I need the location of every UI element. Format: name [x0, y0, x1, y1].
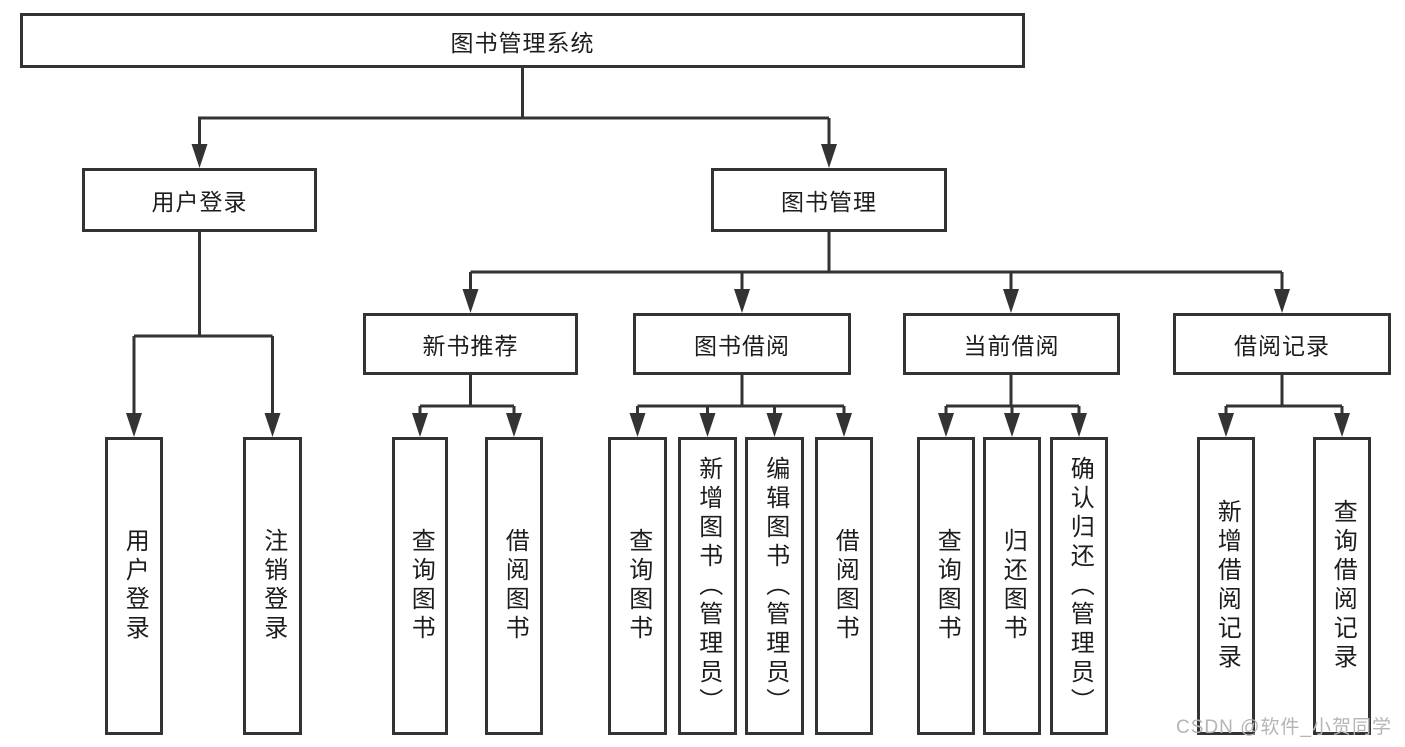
node-user-login: 用户登录 [82, 168, 317, 232]
arrowhead [836, 413, 852, 437]
node-new-book-recommend: 新书推荐 [363, 313, 578, 375]
leaf-user-login-label: 用户登录 [121, 528, 149, 644]
leaf-borrow-query-books-label: 查询图书 [624, 528, 652, 644]
connector-root-to-level2 [198, 68, 831, 150]
arrowhead [1218, 413, 1234, 437]
arrowhead [264, 413, 281, 437]
arrowhead [191, 144, 208, 168]
arrowhead [462, 289, 479, 313]
leaf-current-confirm-return-admin: 确认归还（管理员） [1050, 437, 1108, 735]
watermark: CSDN @软件_小贺同学 [1176, 717, 1392, 738]
leaf-records-query-record: 查询借阅记录 [1313, 437, 1371, 735]
node-book-management-label: 图书管理 [781, 189, 877, 215]
node-new-book-recommend-label: 新书推荐 [422, 333, 519, 359]
arrowhead [1003, 289, 1019, 313]
node-book-borrow-label: 图书借阅 [694, 333, 790, 359]
leaf-borrow-query-books: 查询图书 [608, 437, 667, 735]
leaf-recommend-borrow-books-label: 借阅图书 [501, 528, 529, 644]
arrowhead [1004, 413, 1020, 437]
leaf-current-query-books: 查询图书 [917, 437, 975, 735]
arrowhead [1071, 413, 1087, 437]
leaf-records-query-record-label: 查询借阅记录 [1329, 499, 1357, 673]
connector-records [1224, 375, 1344, 420]
leaf-records-add-record: 新增借阅记录 [1197, 437, 1255, 735]
leaf-borrow-borrow-books: 借阅图书 [815, 437, 873, 735]
arrowhead [629, 413, 646, 437]
node-book-borrow: 图书借阅 [633, 313, 851, 375]
arrowhead [938, 413, 954, 437]
arrowhead [699, 413, 716, 437]
leaf-current-confirm-return-admin-label: 确认归还（管理员） [1066, 455, 1094, 717]
connector-recommend [418, 375, 516, 420]
leaf-recommend-query-books-label: 查询图书 [407, 528, 435, 644]
node-book-management: 图书管理 [711, 168, 947, 232]
arrowhead [126, 413, 142, 437]
leaf-records-add-record-label: 新增借阅记录 [1213, 499, 1241, 673]
arrowhead [1274, 289, 1290, 313]
leaf-recommend-query-books: 查询图书 [392, 437, 448, 735]
node-current-borrow: 当前借阅 [903, 313, 1120, 375]
leaf-borrow-edit-books-admin-label: 编辑图书（管理员） [761, 455, 789, 717]
arrowhead [506, 413, 522, 437]
node-root-label: 图书管理系统 [450, 29, 595, 56]
leaf-logout-label: 注销登录 [259, 528, 287, 644]
connector-borrow [636, 375, 846, 420]
connector-book-mgmt [469, 232, 1284, 296]
node-borrow-records-label: 借阅记录 [1234, 333, 1330, 359]
node-current-borrow-label: 当前借阅 [963, 333, 1060, 359]
leaf-current-query-books-label: 查询图书 [933, 528, 961, 644]
leaf-logout: 注销登录 [243, 437, 302, 735]
leaf-borrow-edit-books-admin: 编辑图书（管理员） [745, 437, 804, 735]
arrowhead [766, 413, 783, 437]
node-user-login-label: 用户登录 [151, 189, 248, 215]
arrowhead [821, 144, 837, 168]
leaf-borrow-add-books-admin: 新增图书（管理员） [678, 437, 737, 735]
connector-user-login [132, 232, 274, 420]
leaf-current-return-books-label: 归还图书 [999, 528, 1027, 644]
leaf-borrow-add-books-admin-label: 新增图书（管理员） [694, 455, 722, 717]
leaf-borrow-borrow-books-label: 借阅图书 [831, 528, 859, 644]
arrowhead [412, 413, 428, 437]
arrowhead [734, 289, 750, 313]
leaf-user-login: 用户登录 [105, 437, 163, 735]
node-root: 图书管理系统 [20, 13, 1025, 68]
arrowhead [1334, 413, 1350, 437]
leaf-current-return-books: 归还图书 [983, 437, 1041, 735]
node-borrow-records: 借阅记录 [1173, 313, 1391, 375]
leaf-recommend-borrow-books: 借阅图书 [485, 437, 543, 735]
